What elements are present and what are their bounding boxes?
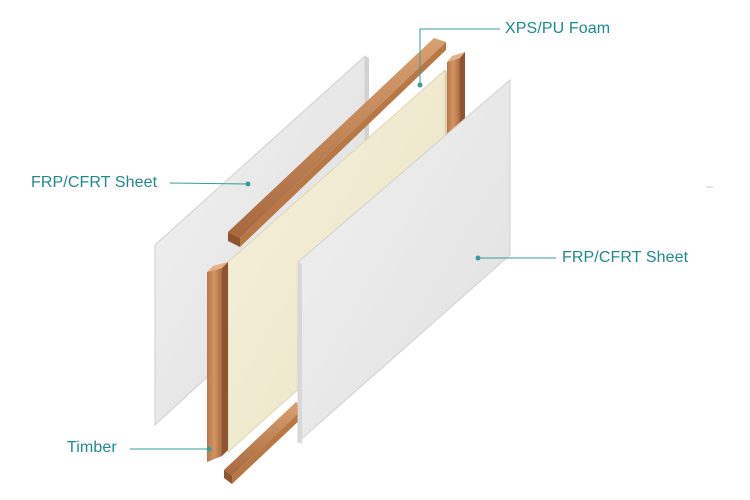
leader-timber xyxy=(130,446,212,452)
leader-frp-right xyxy=(475,255,556,261)
leader-xps xyxy=(417,28,500,88)
label-timber: Timber xyxy=(67,439,117,456)
timber-top-back xyxy=(228,38,446,247)
label-xps-pu-foam: XPS/PU Foam xyxy=(505,20,611,37)
timber-bottom xyxy=(224,402,304,484)
label-frp-cfrt-sheet-right: FRP/CFRT Sheet xyxy=(562,249,689,266)
leader-frp-left xyxy=(169,181,251,187)
frp-sheet-right xyxy=(297,78,511,444)
label-frp-cfrt-sheet-left: FRP/CFRT Sheet xyxy=(31,174,158,191)
timber-left-vertical xyxy=(207,262,228,462)
